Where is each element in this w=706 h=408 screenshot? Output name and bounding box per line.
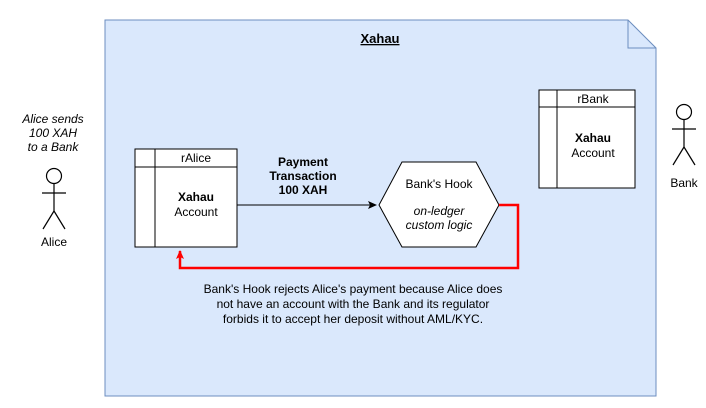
payment-label-line-2: Transaction: [269, 169, 336, 183]
hook-line-2: custom logic: [406, 218, 473, 232]
payment-label-line-3: 100 XAH: [279, 183, 328, 197]
rbank-header: rBank: [577, 92, 609, 106]
bank-stick-figure-icon: [672, 103, 696, 166]
rejection-line-1: Bank's Hook rejects Alice's payment beca…: [204, 282, 503, 296]
container-title: Xahau: [360, 31, 399, 46]
hook-line-1: on-ledger: [414, 204, 466, 218]
rbank-subtitle: Account: [571, 146, 615, 160]
rejection-arrow: [176, 203, 520, 270]
rejection-line-3: forbids it to accept her deposit without…: [223, 312, 483, 326]
alice-caption-line-3: to a Bank: [28, 140, 80, 154]
alice-actor: Alice sends 100 XAH to a Bank Alice: [21, 112, 83, 249]
bank-actor: Bank: [670, 103, 699, 190]
banks-hook: Bank's Hook on-ledger custom logic: [378, 161, 500, 248]
alice-caption-line-1: Alice sends: [21, 112, 83, 126]
alice-caption-line-2: 100 XAH: [29, 126, 77, 140]
ralice-header: rAlice: [181, 151, 211, 165]
payment-transaction: Payment Transaction 100 XAH: [237, 155, 377, 209]
alice-name: Alice: [41, 235, 67, 249]
rbank-title: Xahau: [575, 131, 611, 145]
rbank-account-box: rBank Xahau Account: [538, 89, 636, 189]
hook-title: Bank's Hook: [406, 177, 474, 191]
rejection-line-2: not have an account with the Bank and it…: [217, 297, 490, 311]
alice-stick-figure-icon: [42, 167, 66, 230]
rejection-note: Bank's Hook rejects Alice's payment beca…: [204, 282, 503, 326]
payment-label-line-1: Payment: [278, 155, 328, 169]
ralice-account-box: rAlice Xahau Account: [134, 148, 238, 248]
bank-name: Bank: [670, 176, 698, 190]
ralice-title: Xahau: [178, 190, 214, 204]
container-fold: [627, 20, 656, 49]
ralice-subtitle: Account: [174, 205, 218, 219]
